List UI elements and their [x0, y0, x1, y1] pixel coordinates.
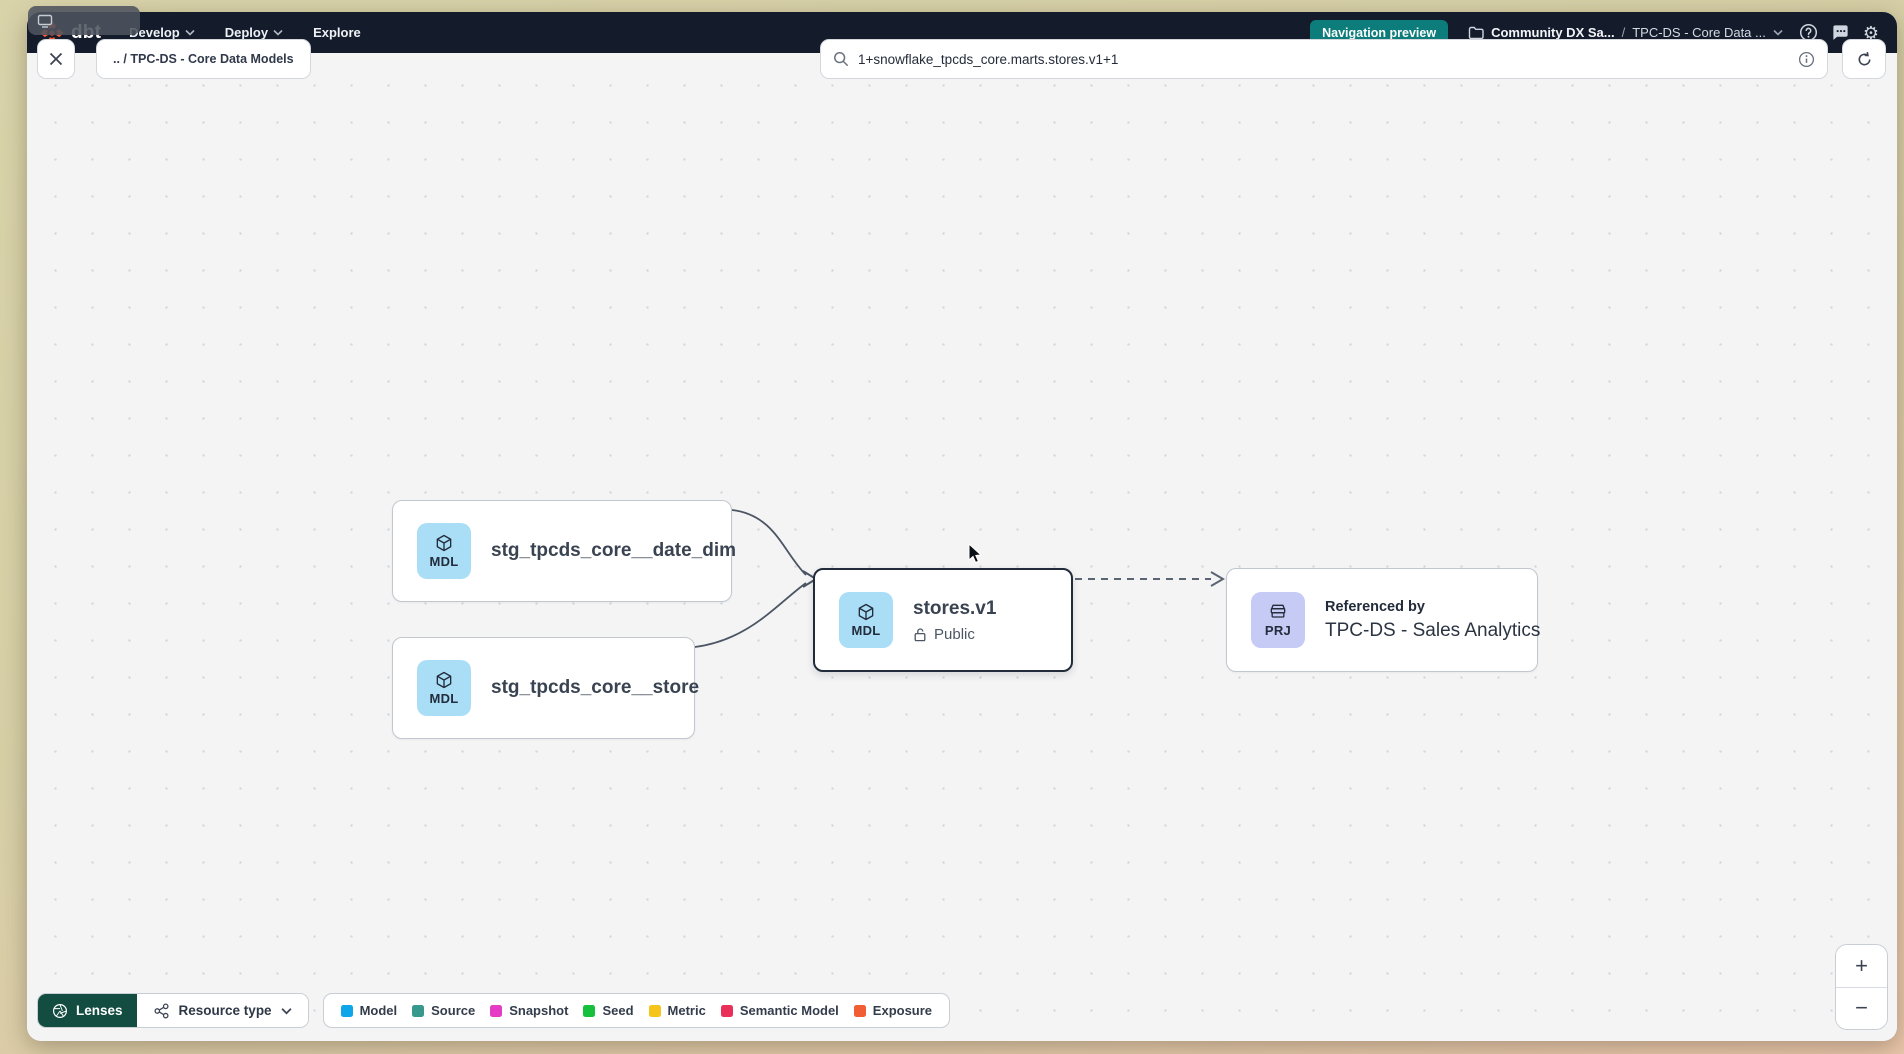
resource-type-label: Resource type — [178, 1003, 272, 1018]
zoom-in-button[interactable]: + — [1836, 945, 1887, 988]
model-badge: MDL — [839, 592, 893, 648]
chevron-down-icon — [273, 29, 283, 36]
close-icon — [49, 52, 63, 66]
resource-type-legend: Model Source Snapshot Seed Metric Semant… — [322, 993, 951, 1028]
nav-item-deploy[interactable]: Deploy — [225, 25, 283, 40]
refresh-button[interactable] — [1842, 39, 1886, 79]
legend-item-model: Model — [340, 1003, 397, 1018]
model-cube-icon — [436, 534, 452, 552]
legend-item-source: Source — [412, 1003, 475, 1018]
node-referenced-by-project[interactable]: PRJ Referenced by TPC-DS - Sales Analyti… — [1226, 568, 1541, 672]
lineage-canvas[interactable]: MDL stg_tpcds_core__date_dim MDL stg_tpc… — [27, 53, 1897, 1041]
screen-share-pill — [28, 6, 140, 35]
legend-item-semantic-model: Semantic Model — [720, 1003, 839, 1018]
info-icon[interactable] — [1798, 51, 1815, 68]
project-archive-icon — [1270, 604, 1286, 618]
legend-item-exposure: Exposure — [853, 1003, 932, 1018]
breadcrumb[interactable]: Community DX Sa... / TPC-DS - Core Data … — [1468, 25, 1783, 40]
lenses-label: Lenses — [76, 1003, 123, 1018]
nav-item-deploy-label: Deploy — [224, 25, 269, 40]
badge-label: MDL — [429, 691, 459, 706]
badge-label: PRJ — [1264, 623, 1292, 638]
lineage-breadcrumb-chip[interactable]: .. / TPC-DS - Core Data Models — [96, 39, 311, 79]
breadcrumb-account[interactable]: Community DX Sa... — [1491, 25, 1615, 40]
search-icon — [834, 52, 848, 66]
lock-open-icon — [914, 627, 926, 641]
referenced-by-label: Referenced by — [1325, 598, 1425, 615]
lenses-button[interactable]: Lenses — [38, 994, 137, 1027]
node-stores-v1[interactable]: MDL stores.v1 Public — [813, 568, 1073, 672]
settings-gear-icon[interactable]: ⚙ — [1862, 22, 1879, 43]
zoom-out-button[interactable]: − — [1836, 987, 1887, 1029]
legend-swatch — [720, 1004, 733, 1017]
lineage-search[interactable] — [820, 39, 1828, 79]
badge-label: MDL — [429, 554, 459, 569]
breadcrumb-separator: / — [1621, 25, 1626, 40]
folder-icon — [1468, 26, 1484, 39]
model-badge: MDL — [417, 660, 471, 716]
search-input[interactable] — [858, 51, 1789, 67]
legend-swatch — [340, 1004, 353, 1017]
model-badge: MDL — [417, 523, 471, 579]
node-label: stg_tpcds_core__store — [491, 677, 700, 698]
project-badge: PRJ — [1251, 592, 1305, 648]
lineage-edges — [694, 509, 1225, 648]
chevron-down-icon — [281, 1007, 292, 1014]
lens-aperture-icon — [53, 1003, 67, 1018]
chevron-down-icon[interactable] — [1773, 29, 1783, 36]
node-label: stg_tpcds_core__date_dim — [491, 540, 736, 561]
nav-item-develop-label: Develop — [129, 25, 180, 40]
resource-graph-icon — [153, 1003, 169, 1018]
resource-type-dropdown[interactable]: Resource type — [136, 994, 308, 1027]
nav-item-explore-label: Explore — [313, 25, 361, 40]
chevron-down-icon — [185, 29, 195, 36]
legend-item-metric: Metric — [648, 1003, 706, 1018]
legend-swatch — [853, 1004, 866, 1017]
legend-item-snapshot: Snapshot — [490, 1003, 568, 1018]
explorer-toolbar: .. / TPC-DS - Core Data Models — [37, 39, 1887, 79]
app-window: dbt Develop Deploy Explore Navigation pr… — [27, 12, 1897, 1041]
node-stg-tpcds-core-store[interactable]: MDL stg_tpcds_core__store — [392, 637, 699, 739]
mouse-cursor — [968, 543, 983, 564]
refresh-icon — [1858, 51, 1870, 65]
legend-swatch — [412, 1004, 425, 1017]
close-button[interactable] — [37, 39, 75, 79]
badge-label: MDL — [851, 623, 881, 638]
legend-item-seed: Seed — [583, 1003, 634, 1018]
nav-item-explore[interactable]: Explore — [313, 25, 361, 40]
model-cube-icon — [858, 603, 874, 621]
monitor-icon — [37, 14, 53, 28]
breadcrumb-project[interactable]: TPC-DS - Core Data ... — [1632, 25, 1766, 40]
nav-item-develop[interactable]: Develop — [129, 25, 195, 40]
zoom-controls: + − — [1835, 944, 1888, 1030]
legend-swatch — [583, 1004, 596, 1017]
legend-swatch — [490, 1004, 503, 1017]
node-label: stores.v1 — [913, 597, 997, 619]
project-name-label: TPC-DS - Sales Analytics — [1325, 619, 1541, 641]
lineage-footer-controls: Lenses Resource type Model Source Snapsh… — [37, 993, 951, 1028]
node-stg-tpcds-core-date-dim[interactable]: MDL stg_tpcds_core__date_dim — [392, 500, 736, 602]
access-label: Public — [934, 625, 975, 643]
feedback-icon[interactable] — [1831, 23, 1850, 42]
legend-swatch — [648, 1004, 661, 1017]
model-cube-icon — [436, 671, 452, 689]
